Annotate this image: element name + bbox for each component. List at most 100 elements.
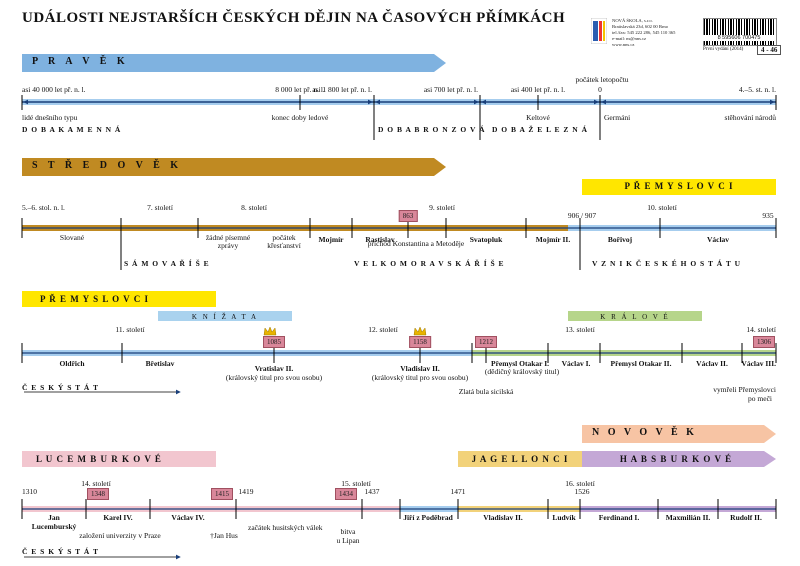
date-label: 0 xyxy=(598,85,602,94)
publisher-line: tel./fax: 545 222 286, 545 110 365 xyxy=(612,30,676,35)
ruler-label: Mojmír xyxy=(318,235,344,244)
ruler-label: Přemysl Otakar II. xyxy=(610,359,672,368)
ruler-label: Mojmír II. xyxy=(535,235,571,244)
event-label: †Jan Hus xyxy=(210,531,238,540)
ruler-label: Vratislav II. xyxy=(254,364,294,373)
ruler-label: Václav II. xyxy=(696,359,728,368)
publisher-info: NOVÁ ŠKOLA, s.r.o. Bratislavská 23d, 602… xyxy=(612,18,692,48)
year-badge: 1306 xyxy=(753,336,775,348)
year-badge: 1085 xyxy=(263,336,285,348)
event-label: stěhování národů xyxy=(724,113,776,122)
date-label: 1526 xyxy=(574,487,590,496)
ruler-label: Ferdinand I. xyxy=(598,513,640,522)
date-label: 12. století xyxy=(368,325,398,334)
date-label: 10. století xyxy=(647,203,677,212)
banner-knizata-label: K N Í Ž A T A xyxy=(191,313,259,321)
event-label: po meči xyxy=(748,394,772,403)
banner-premyslovci-label: P Ř E M Y S L O V C I xyxy=(624,181,734,191)
banner-jagellonci xyxy=(458,451,582,467)
date-label: 906 / 907 xyxy=(567,211,597,220)
date-label: 13. století xyxy=(565,325,595,334)
era-label: Č E S K Ý S T Á T xyxy=(22,383,100,392)
banner-stredovek-label: S T Ř E D O V Ě K xyxy=(32,160,183,171)
page-title: UDÁLOSTI NEJSTARŠÍCH ČESKÝCH DĚJIN NA ČA… xyxy=(22,10,566,26)
ruler-label: Vladislav II. xyxy=(400,364,440,373)
ruler-label: Jan xyxy=(48,513,60,522)
event-label: lidé dnešního typu xyxy=(22,113,78,122)
timeline-pravek xyxy=(21,95,777,140)
banner-lucemburkove-label: L U C E M B U R K O V É xyxy=(36,454,162,464)
year-badge: 1158 xyxy=(409,336,431,348)
era-label: V Z N I K Č E S K É H O S T Á T U xyxy=(592,259,742,268)
banner-novovek-label: N O V O V Ě K xyxy=(592,427,697,438)
event-label: příchod Konstantina a Metoděje xyxy=(367,239,465,248)
date-label: 11. století xyxy=(115,325,145,334)
banner-lucemburkove xyxy=(22,451,216,467)
publisher-line: e-mail: ns@nns.cz xyxy=(612,36,647,41)
event-label: vymřeli Přemyslovci xyxy=(713,385,776,394)
event-label: Slované xyxy=(59,233,85,242)
date-label: 1471 xyxy=(450,487,466,496)
edition-label: První vydání (2014) xyxy=(703,47,744,52)
ruler-label: Ludvík xyxy=(552,513,576,522)
date-label: asi 40 000 let př. n. l. xyxy=(22,85,86,94)
date-label: 8 000 let př. n. l. xyxy=(275,85,325,94)
ruler-label: Bořivoj xyxy=(607,235,633,244)
event-label: (královský titul pro svou osobu) xyxy=(371,373,469,382)
product-code: 4 - 46 xyxy=(757,45,782,55)
era-label: S Á M O V A Ř Í Š E xyxy=(124,259,210,268)
publisher-line: www.nns.cz xyxy=(612,42,635,47)
year-badge: 1434 xyxy=(335,488,357,500)
event-label: Zlatá bula sicilská xyxy=(458,387,514,396)
ruler-label: Břetislav xyxy=(145,359,175,368)
event-label: žádné písemné zprávy xyxy=(205,233,251,250)
event-label: u Lipan xyxy=(336,536,360,545)
date-label: 1419 xyxy=(238,487,254,496)
event-label: (královský titul pro svou osobu) xyxy=(225,373,323,382)
year-badge: 1348 xyxy=(87,488,109,500)
era-label: D O B A B R O N Z O V Á xyxy=(378,125,486,134)
date-label: 16. století xyxy=(565,479,595,488)
banner-pravek xyxy=(22,54,446,72)
ruler-label: Jiří z Poděbrad xyxy=(403,513,453,522)
ruler-label: Vladislav II. xyxy=(483,513,523,522)
date-label: počátek letopočtu xyxy=(575,75,629,84)
ruler-label: Karel IV. xyxy=(103,513,133,522)
date-label: 4.–5. st. n. l. xyxy=(738,85,776,94)
year-badge: 863 xyxy=(398,210,418,222)
publisher-logo-icon xyxy=(590,17,608,45)
banner-premyslovci-r3 xyxy=(22,291,216,307)
event-label: počátek křesťanství xyxy=(267,233,301,250)
banner-habsburkove xyxy=(582,451,776,467)
banner-premyslovci-r2 xyxy=(582,179,776,195)
date-label: 1437 xyxy=(364,487,380,496)
date-label: 935 xyxy=(762,211,774,220)
ruler-label: Maxmilián II. xyxy=(665,513,711,522)
date-label: 9. století xyxy=(429,203,455,212)
banner-pravek-label: P R A V Ě K xyxy=(32,56,129,67)
era-label: V E L K O M O R A V S K Á Ř Í Š E xyxy=(354,259,505,268)
ruler-label: Svatopluk xyxy=(469,235,503,244)
date-label: 5.–6. stol. n. l. xyxy=(22,203,65,212)
event-label: založení univerzity v Praze xyxy=(79,531,161,540)
ruler-label: Rastislav xyxy=(365,235,395,244)
publisher-line: Bratislavská 23d, 602 00 Brno xyxy=(612,24,669,29)
event-label: bitva xyxy=(340,527,356,536)
banner-kralove-label: K R Á L O V É xyxy=(600,313,670,321)
ruler-label: Rudolf II. xyxy=(730,513,762,522)
ruler-label: Lucemburský xyxy=(31,522,77,531)
banner-stredovek xyxy=(22,158,446,176)
event-label: Germáni xyxy=(604,113,631,122)
barcode xyxy=(703,18,777,46)
era-label: D O B A Ž E L E Z N Á xyxy=(491,125,589,134)
timeline-stredovek xyxy=(21,218,777,270)
ruler-label: Přemysl Otakar I. xyxy=(491,359,549,368)
date-label: asi 700 let př. n. l. xyxy=(423,85,478,94)
date-label: asi 1 800 let př. n. l. xyxy=(312,85,372,94)
event-label: konec doby ledové xyxy=(271,113,329,122)
era-label: D O B A K A M E N N Á xyxy=(22,125,122,134)
crown-icon xyxy=(413,326,427,336)
ruler-label: Václav III. xyxy=(741,359,776,368)
banner-kralove xyxy=(568,311,702,321)
